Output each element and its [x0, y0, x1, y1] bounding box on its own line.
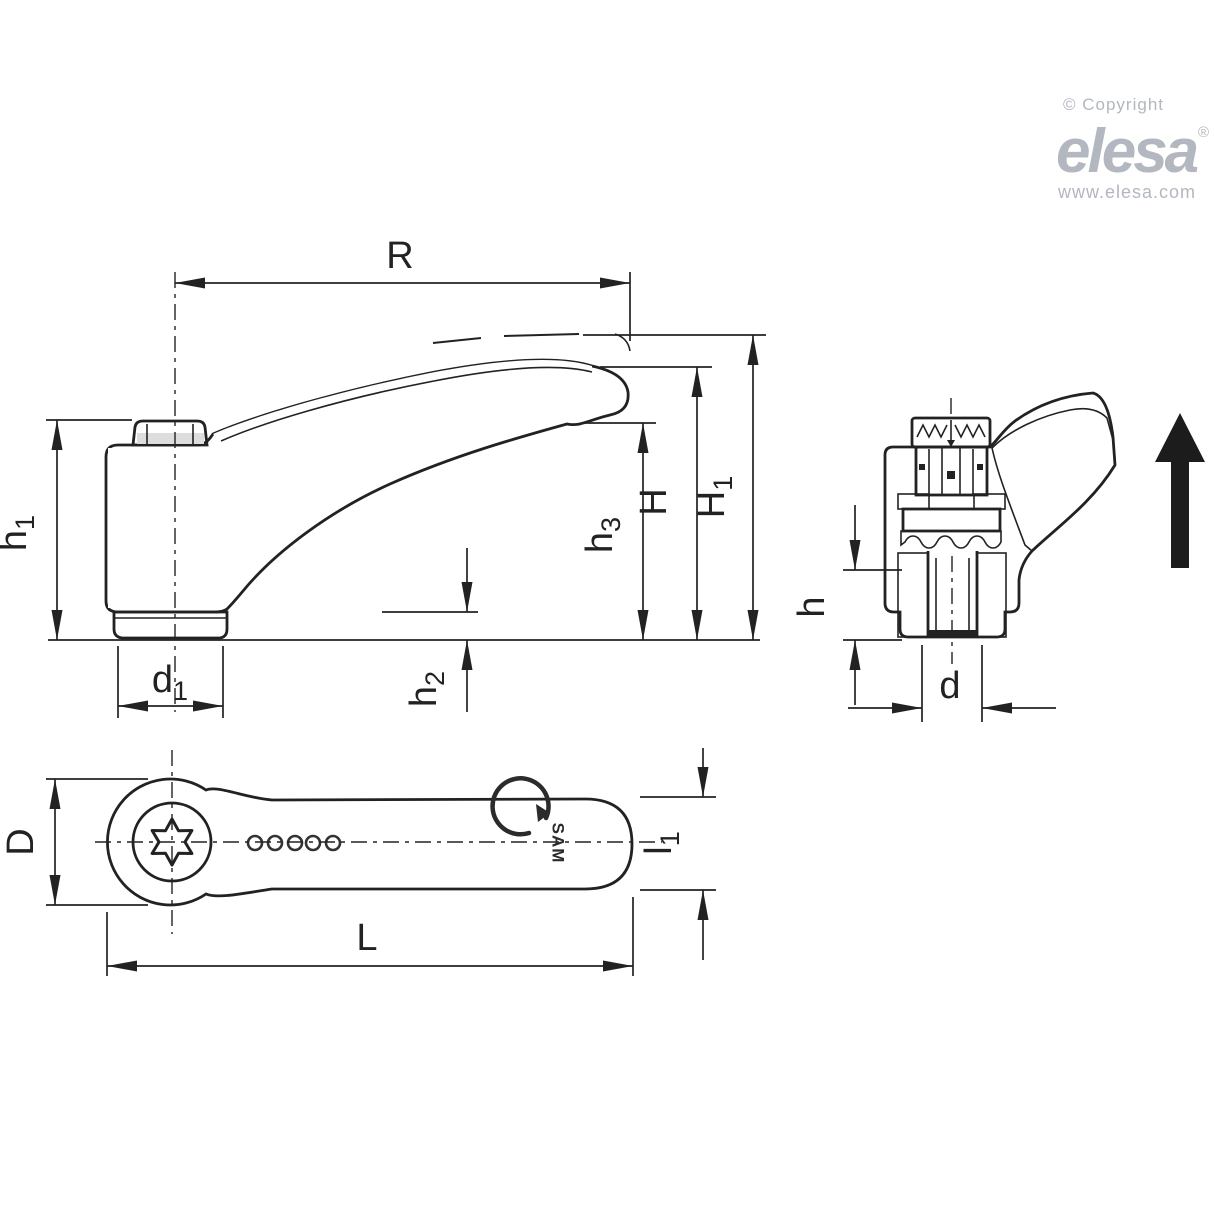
dim-label-h: h: [791, 596, 833, 617]
dim-h: h: [791, 505, 902, 705]
website-text: www.elesa.com: [1057, 182, 1196, 202]
phantom-line: [432, 337, 482, 344]
dim-h3: h3: [579, 422, 656, 640]
dim-label-l1: l1: [638, 831, 685, 854]
side-view: R h1 d1 h2 h3: [0, 235, 766, 718]
dim-label-h1: h1: [0, 515, 40, 551]
dim-label-H1: H1: [691, 476, 738, 518]
phantom-tip: [614, 333, 631, 352]
top-view: SAM D L l1: [0, 748, 716, 976]
dim-label-L: L: [356, 917, 377, 959]
up-arrow-icon: [1155, 413, 1205, 568]
section-lever-face: [991, 407, 1116, 553]
dim-label-h3: h3: [579, 517, 626, 553]
dim-R: R: [175, 235, 631, 341]
dim-label-H: H: [633, 488, 675, 515]
phantom-line: [503, 333, 580, 337]
knurled-ring: [901, 507, 1002, 533]
bushing-hatch-right: [976, 552, 1007, 638]
section-shell: [883, 391, 1117, 639]
dim-label-D: D: [0, 828, 42, 855]
top-silhouette: [106, 777, 634, 907]
dim-d1: d1: [117, 646, 224, 718]
brand-name: elesa: [1056, 117, 1198, 186]
lever-top-face: [213, 359, 592, 441]
section-view: h d: [791, 391, 1205, 722]
dim-L: L: [106, 897, 634, 976]
dim-label-d1: d1: [152, 659, 188, 706]
dim-label-h2: h2: [403, 671, 450, 707]
dim-h1: h1: [0, 419, 132, 640]
dim-D: D: [0, 778, 148, 906]
index-dots: [246, 834, 342, 852]
lever-inner-line: [220, 366, 593, 442]
dim-label-d: d: [939, 665, 960, 707]
dim-H: H: [600, 366, 712, 640]
dim-l1: l1: [638, 748, 716, 960]
section-column: [914, 445, 989, 497]
bushing: [112, 610, 229, 640]
hub-highlight: [108, 448, 126, 608]
spring-symbol: [916, 423, 986, 439]
brand-logo: © Copyright elesa ® www.elesa.com: [1056, 95, 1209, 202]
break-band: [900, 530, 1002, 549]
registered-mark: ®: [1198, 124, 1209, 141]
sam-marking: SAM: [549, 823, 568, 864]
bushing-hatch-left: [897, 552, 929, 638]
dim-h2: h2: [382, 548, 478, 712]
dim-d: d: [848, 645, 1056, 722]
hub-boss-shade: [137, 433, 204, 444]
lever-silhouette: [104, 358, 630, 614]
spring-arrow: [947, 440, 955, 447]
rotation-arrow-icon: SAM: [490, 776, 568, 864]
dim-H1: H1: [583, 334, 766, 640]
copyright-text: © Copyright: [1063, 95, 1164, 114]
hub-boss: [131, 419, 209, 447]
dim-label-R: R: [386, 235, 413, 277]
